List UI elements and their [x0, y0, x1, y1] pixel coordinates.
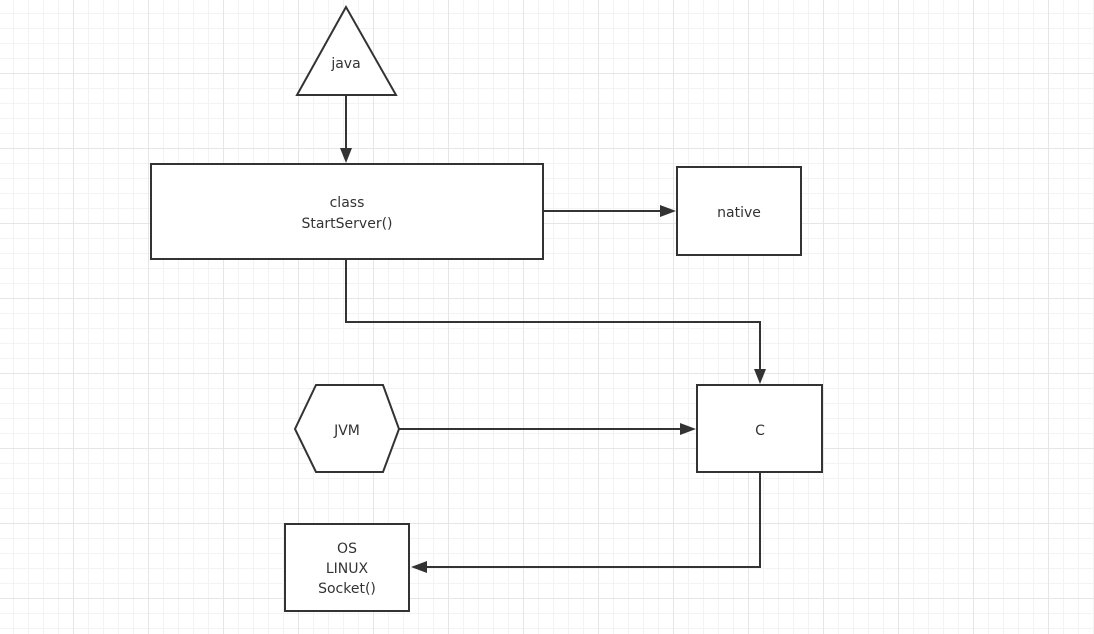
node-os-box[interactable]: OS LINUX Socket(): [284, 523, 410, 612]
node-c-box[interactable]: C: [696, 384, 823, 473]
node-class-box[interactable]: class StartServer(): [150, 163, 544, 260]
node-c-label: C: [755, 423, 765, 439]
node-jvm-label: JVM: [333, 423, 360, 439]
node-java-label: java: [330, 56, 360, 72]
node-native-box[interactable]: native: [676, 166, 802, 256]
node-jvm-hexagon[interactable]: JVM: [293, 384, 401, 473]
edge-java-to-class: [340, 95, 352, 163]
node-native-label: native: [717, 205, 761, 221]
edge-c-to-os: [411, 472, 761, 573]
edge-class-to-c: [345, 260, 766, 384]
node-os-label-line2: LINUX: [326, 561, 369, 577]
node-class-label-line1: class: [330, 195, 365, 211]
edge-jvm-to-c: [399, 423, 696, 435]
node-java-triangle[interactable]: java: [295, 4, 398, 96]
node-os-label-line1: OS: [337, 541, 357, 557]
edge-class-to-native: [543, 205, 676, 217]
node-class-label-line2: StartServer(): [301, 216, 392, 232]
node-os-label-line3: Socket(): [318, 581, 376, 597]
edges: [340, 95, 766, 573]
